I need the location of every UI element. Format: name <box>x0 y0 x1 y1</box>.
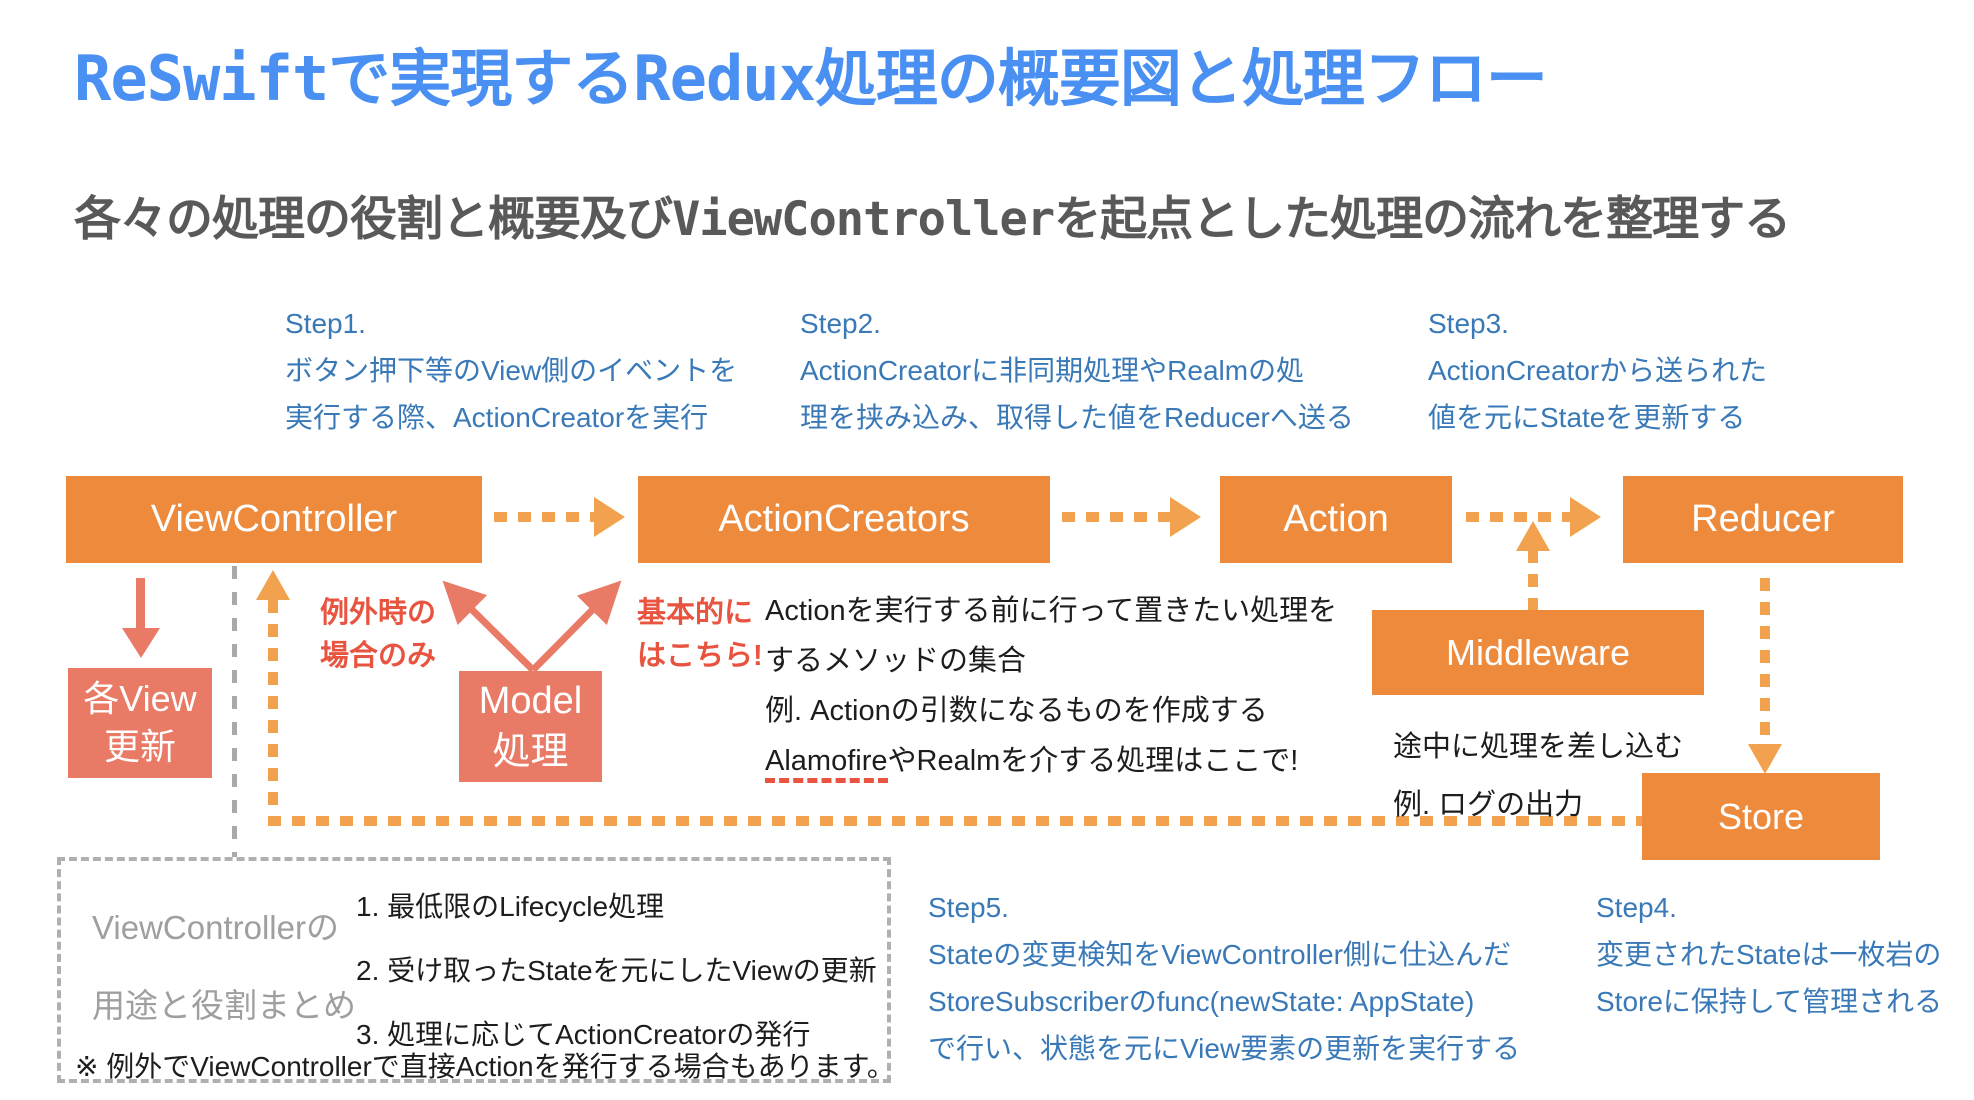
node-action: Action <box>1220 476 1452 563</box>
alamofire-underlined-text: Alamofire <box>765 745 888 783</box>
step3-label: Step3. <box>1428 308 1509 339</box>
summary-item: 1. 最低限のLifecycle処理 <box>356 891 665 922</box>
step5-label: Step5. <box>928 892 1009 923</box>
arrowhead-vc-to-actioncreators-icon <box>594 497 625 537</box>
arrowhead-actioncreators-to-action-icon <box>1170 497 1201 537</box>
node-middleware: Middleware <box>1372 610 1704 695</box>
summary-box-items: 1. 最低限のLifecycle処理 2. 受け取ったStateを元にしたVie… <box>356 875 877 1067</box>
note-basically-here: 基本的に はこちら! <box>637 597 763 672</box>
node-reducer: Reducer <box>1623 476 1903 563</box>
step2-note: Step2. ActionCreatorに非同期処理やRealmの処 理を挟み込… <box>800 300 1354 441</box>
step2-label: Step2. <box>800 308 881 339</box>
page-subtitle: 各々の処理の役割と概要及びViewControllerを起点とした処理の流れを整… <box>74 192 1791 247</box>
arrow-action-to-reducer <box>1466 512 1570 522</box>
arrowhead-feedback-up-icon <box>256 570 290 600</box>
arrow-actioncreators-to-action <box>1062 512 1170 522</box>
arrow-vc-to-viewupdate <box>136 578 145 630</box>
node-actioncreators: ActionCreators <box>638 476 1050 563</box>
actioncreators-description: Actionを実行する前に行って置きたい処理を するメソッドの集合 例. Act… <box>765 586 1337 786</box>
feedback-line-vertical <box>268 600 278 822</box>
step1-note: Step1. ボタン押下等のView側のイベントを 実行する際、ActionCr… <box>285 300 737 441</box>
summary-box-label: ViewControllerの 用途と役割まとめ <box>92 909 356 1024</box>
node-viewcontroller: ViewController <box>66 476 482 563</box>
arrow-middleware-up <box>1528 550 1538 610</box>
step3-note: Step3. ActionCreatorから送られた 値を元にStateを更新す… <box>1428 300 1767 441</box>
arrowhead-reducer-to-store-icon <box>1748 744 1782 774</box>
node-view-update: 各View 更新 <box>68 668 212 778</box>
feedback-line-store-to-vc <box>268 816 1642 826</box>
summary-box-note: ※ 例外でViewControllerで直接Actionを発行する場合もあります… <box>75 1051 895 1082</box>
arrow-reducer-to-store <box>1760 578 1770 744</box>
arrow-vc-to-actioncreators <box>494 512 594 522</box>
vc-summary-connector-line <box>232 566 237 857</box>
note-exception-only: 例外時の 場合のみ <box>320 597 437 672</box>
arrowhead-vc-to-viewupdate-icon <box>122 628 160 658</box>
middleware-description: 途中に処理を差し込む 例. ログの出力 <box>1393 731 1684 821</box>
step5-note: Step5. Stateの変更検知をViewController側に仕込んだ S… <box>928 884 1520 1072</box>
viewcontroller-summary-box: ViewControllerの 用途と役割まとめ 1. 最低限のLifecycl… <box>57 857 895 1083</box>
summary-item: 2. 受け取ったStateを元にしたViewの更新 <box>356 955 877 986</box>
step4-note: Step4. 変更されたStateは一枚岩の Storeに保持して管理される <box>1596 884 1942 1025</box>
model-v-arrows-icon <box>442 580 622 673</box>
summary-item: 3. 処理に応じてActionCreatorの発行 <box>356 1019 811 1050</box>
node-store: Store <box>1642 773 1880 860</box>
node-model: Model 処理 <box>459 671 602 782</box>
page-title: ReSwiftで実現するRedux処理の概要図と処理フロー <box>74 42 1548 115</box>
step1-label: Step1. <box>285 308 366 339</box>
arrowhead-action-to-reducer-icon <box>1570 497 1601 537</box>
arrowhead-middleware-up-icon <box>1516 521 1550 551</box>
step4-label: Step4. <box>1596 892 1677 923</box>
